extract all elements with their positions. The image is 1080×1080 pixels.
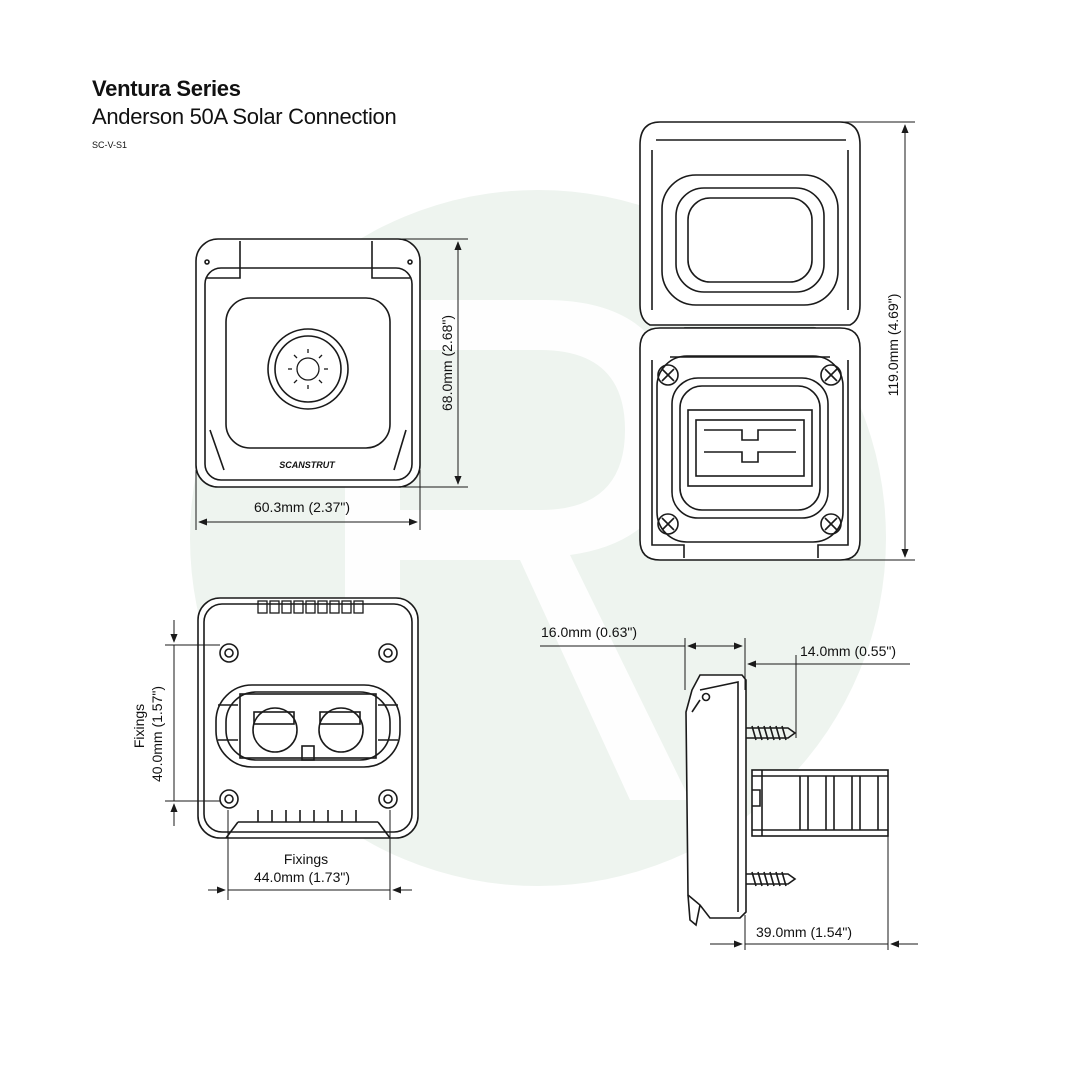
side-screw-label: 14.0mm (0.55") <box>800 643 896 659</box>
open-height-dimension <box>800 121 915 561</box>
side-view <box>685 674 889 927</box>
rear-horizontal-fixings-dim: 44.0mm (1.73") <box>254 869 350 885</box>
side-top-depth-dimension <box>540 638 746 690</box>
side-bottom-depth-label: 39.0mm (1.54") <box>756 924 852 940</box>
rear-horizontal-fixings-dimension <box>208 810 412 900</box>
side-bottom-depth-dimension <box>710 836 918 950</box>
rear-horizontal-fixings-label: Fixings <box>284 851 328 867</box>
sun-icon <box>288 349 328 389</box>
rear-view <box>197 597 419 839</box>
front-width-label: 60.3mm (2.37") <box>254 499 350 515</box>
open-view <box>639 121 861 561</box>
rear-vertical-fixings-dim: 40.0mm (1.57") <box>149 686 165 782</box>
product-name: Anderson 50A Solar Connection <box>92 104 397 129</box>
side-screw-dimension <box>747 655 910 738</box>
rear-vertical-fixings-dimension <box>165 620 220 826</box>
open-height-label: 119.0mm (4.69") <box>885 294 901 397</box>
product-code: SC-V-S1 <box>92 140 128 150</box>
front-view <box>195 238 421 488</box>
front-width-dimension <box>195 470 421 530</box>
brand-label: SCANSTRUT <box>279 460 336 470</box>
product-series-title: Ventura Series <box>92 76 241 101</box>
side-top-depth-label: 16.0mm (0.63") <box>541 624 637 640</box>
front-height-label: 68.0mm (2.68") <box>439 315 455 411</box>
rear-vertical-fixings-label: Fixings <box>131 704 147 748</box>
